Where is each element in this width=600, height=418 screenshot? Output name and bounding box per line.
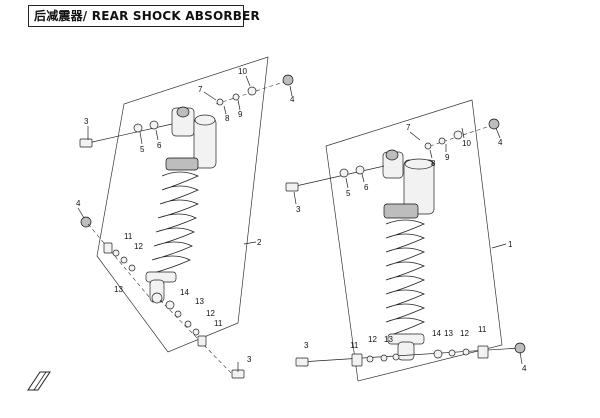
right-assembly-frame <box>325 99 503 382</box>
callout-label: 4 <box>522 364 527 373</box>
callout-label: 7 <box>198 85 203 94</box>
callout-label: 9 <box>445 153 450 162</box>
callout-label: 2 <box>257 238 262 247</box>
callout-label: 1 <box>508 240 513 249</box>
left-top-mount <box>171 106 217 169</box>
callout-label: 13 <box>384 335 393 344</box>
callout-label: 12 <box>206 309 215 318</box>
callout-label: 12 <box>134 242 143 251</box>
callout-label: 12 <box>460 329 469 338</box>
callout-label: 12 <box>368 335 377 344</box>
callout-label: 13 <box>444 329 453 338</box>
callout-label: 3 <box>304 341 309 350</box>
right-shock-assembly <box>285 99 526 382</box>
callout-label: 8 <box>225 114 230 123</box>
callout-label: 11 <box>214 319 223 328</box>
callout-label: 3 <box>84 117 89 126</box>
callout-label: 13 <box>195 297 204 306</box>
callout-leaders <box>77 75 523 372</box>
callout-label: 11 <box>350 341 359 350</box>
right-bottom-hardware <box>295 342 526 367</box>
callout-label: 4 <box>290 95 295 104</box>
callout-label: 4 <box>76 199 81 208</box>
callout-label: 6 <box>364 183 369 192</box>
callout-label: 9 <box>238 110 243 119</box>
callout-label: 3 <box>247 355 252 364</box>
callout-label: 3 <box>296 205 301 214</box>
left-bottom-hardware <box>80 216 245 379</box>
callouts-right: 1 3 3 4 4 5 6 7 8 9 10 11 11 12 12 13 13… <box>296 123 527 373</box>
right-top-mount <box>382 149 435 215</box>
left-spring <box>145 157 199 304</box>
callouts-left: 2 3 3 4 4 5 6 7 8 9 10 11 11 12 12 13 13… <box>76 67 295 364</box>
callout-label: 5 <box>346 189 351 198</box>
right-top-hardware <box>285 118 500 192</box>
callout-label: 14 <box>432 329 441 338</box>
callout-label: 11 <box>478 325 487 334</box>
right-spring <box>383 203 425 361</box>
callout-label: 5 <box>140 145 145 154</box>
callout-label: 6 <box>157 141 162 150</box>
left-shock-assembly <box>79 56 294 379</box>
callout-label: 14 <box>180 288 189 297</box>
title-frame <box>28 5 244 27</box>
callout-label: 10 <box>238 67 247 76</box>
callout-label: 4 <box>498 138 503 147</box>
callout-label: 7 <box>406 123 411 132</box>
left-top-hardware <box>79 74 294 148</box>
callout-label: 13 <box>114 285 123 294</box>
callout-label: 10 <box>462 139 471 148</box>
callout-label: 11 <box>124 232 133 241</box>
brand-logo <box>27 371 51 391</box>
diagram-title: 后减震器/ REAR SHOCK ABSORBER <box>34 9 260 23</box>
callout-label: 8 <box>431 159 436 168</box>
